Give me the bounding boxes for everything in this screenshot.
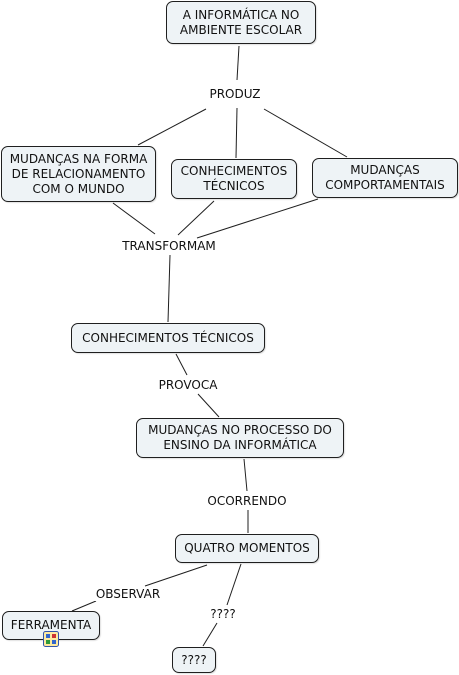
- node-root-informatica-no-ambiente-escolar[interactable]: A INFORMÁTICA NO AMBIENTE ESCOLAR: [166, 1, 316, 44]
- node-ferramenta[interactable]: FERRAMENTA: [2, 611, 100, 640]
- line-quatro-momentos-observar: [144, 564, 208, 587]
- node-mudancas-relacionamento[interactable]: MUDANÇAS NA FORMA DE RELACIONAMENTO COM …: [1, 146, 156, 202]
- link-label-observar: OBSERVAR: [93, 587, 163, 601]
- link-label-produz: PRODUZ: [207, 87, 263, 101]
- line-produz-mudancas-relacionamento: [137, 108, 207, 146]
- node-mudancas-processo[interactable]: MUDANÇAS NO PROCESSO DO ENSINO DA INFORM…: [136, 418, 344, 458]
- resource-attachment-icon[interactable]: [43, 631, 59, 647]
- line-root-produz: [236, 45, 240, 81]
- link-label-provoca: PROVOCA: [156, 378, 220, 392]
- node-interrogacao[interactable]: ????: [172, 647, 216, 673]
- line-mudancas-processo-ocorrendo: [243, 458, 248, 492]
- line-mudancas-relacionamento-transformam: [112, 202, 156, 235]
- line-provoca-mudancas-processo: [197, 393, 220, 418]
- line-transformam-conhecimentos-tecnicos: [167, 254, 171, 323]
- link-label-transformam: TRANSFORMAM: [120, 239, 218, 253]
- line-conhecimentos-tecnicos-provoca: [175, 353, 188, 376]
- node-quatro-momentos[interactable]: QUATRO MOMENTOS: [175, 534, 319, 563]
- line-produz-mudancas-comportamentais: [263, 108, 348, 158]
- line-conhecimentos-tecnicos-top-transformam: [177, 200, 215, 236]
- line-mudancas-comportamentais-transformam: [196, 198, 319, 239]
- line-quatro-momentos-interrogacao-link: [226, 563, 242, 606]
- line-observar-ferramenta: [71, 600, 97, 612]
- node-conhecimentos-tecnicos[interactable]: CONHECIMENTOS TÉCNICOS: [71, 323, 265, 353]
- line-produz-conhecimentos-tecnicos-top: [235, 107, 238, 159]
- link-label-ocorrendo: OCORRENDO: [205, 494, 289, 508]
- link-label-interrogacao: ????: [208, 607, 238, 621]
- node-mudancas-comportamentais[interactable]: MUDANÇAS COMPORTAMENTAIS: [312, 158, 458, 198]
- node-conhecimentos-tecnicos-top[interactable]: CONHECIMENTOS TÉCNICOS: [171, 159, 297, 199]
- line-interrogacao-link-node: [202, 622, 218, 647]
